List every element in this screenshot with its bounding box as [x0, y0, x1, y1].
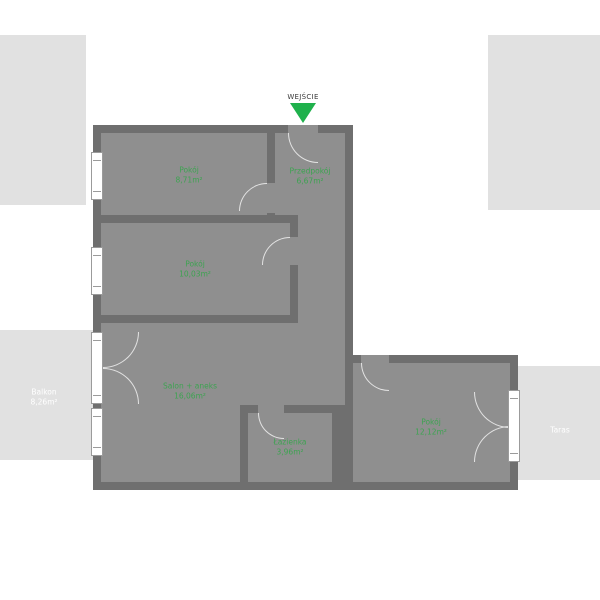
balcony-area	[0, 330, 93, 460]
room-label-salon: Salon + aneks 16,06m²	[163, 382, 217, 401]
room-name: Pokój	[179, 165, 199, 175]
entrance-arrow-icon	[290, 103, 316, 123]
outdoor-name: Taras	[550, 425, 570, 435]
entrance-door-opening	[288, 125, 318, 133]
room-area: 8,71m²	[175, 175, 203, 184]
room-floor-pokoj-2	[101, 223, 290, 315]
room-area: 16,06m²	[174, 391, 206, 400]
terrace-door	[508, 390, 520, 462]
room-area: 3,96m²	[276, 447, 304, 456]
room-floor-pokoj-1	[101, 133, 267, 215]
room-label-pokoj-1: Pokój 8,71m²	[175, 166, 202, 185]
lazienka-door-opening	[258, 405, 284, 413]
room-name: Pokój	[421, 417, 441, 427]
entrance-label: WEJŚCIE	[287, 93, 319, 101]
room-name: Salon + aneks	[162, 381, 218, 391]
adjacent-unit-top-left	[0, 35, 86, 205]
room-area: 10,03m²	[179, 269, 211, 278]
window-pokoj-1	[91, 152, 103, 200]
room-label-lazienka: Łazienka 3,96m²	[273, 438, 306, 457]
room-area: 12,12m²	[415, 427, 447, 436]
outdoor-name: Balkon	[31, 387, 57, 397]
pokoj-1-door-opening	[267, 183, 275, 213]
balcony-door	[91, 332, 103, 404]
room-floor-przedpokoj-lower	[298, 215, 345, 323]
terrace-area	[518, 366, 600, 480]
room-name: Łazienka	[273, 437, 307, 447]
pokoj-2-door-opening	[290, 237, 298, 265]
balcony-label: Balkon 8,26m²	[30, 388, 57, 407]
terrace-label: Taras	[550, 425, 570, 435]
room-area: 6,67m²	[296, 176, 324, 185]
outdoor-area: 8,26m²	[30, 397, 58, 406]
room-label-pokoj-3: Pokój 12,12m²	[415, 418, 447, 437]
window-pokoj-2	[91, 247, 103, 295]
room-label-pokoj-2: Pokój 10,03m²	[179, 260, 211, 279]
pokoj-3-door-opening	[361, 355, 389, 363]
room-label-przedpokoj: Przedpokój 6,67m²	[290, 167, 331, 186]
window-salon	[91, 408, 103, 456]
room-name: Przedpokój	[289, 166, 331, 176]
adjacent-unit-top-right	[488, 35, 600, 210]
room-name: Pokój	[185, 259, 205, 269]
